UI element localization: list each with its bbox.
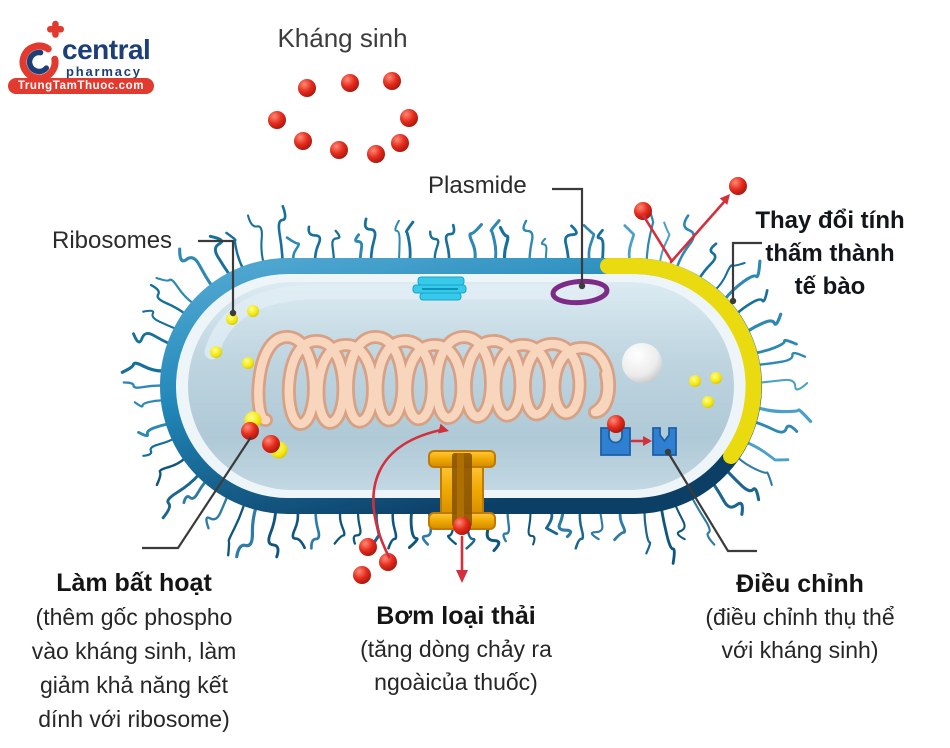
dna-coil — [251, 330, 616, 431]
receptor-modified-icon — [652, 427, 677, 456]
cell-membrane-yellow-band — [600, 258, 762, 464]
efflux-intake-arrow — [372, 423, 449, 559]
inactivated-antibiotics — [241, 411, 288, 459]
ribosome-dots — [210, 305, 722, 408]
antibiotic-on-receptor — [607, 415, 625, 433]
label-antibiotic: Kháng sinh — [277, 23, 408, 53]
cytoplasm-highlight — [204, 284, 598, 360]
callout-connectors — [142, 187, 762, 553]
antibiotic-dots — [268, 72, 747, 584]
label-permeability: Thay đổi tính thấm thành tế bào — [755, 207, 905, 300]
label-modification: Điều chỉnh (điều chỉnh thụ thể với kháng… — [705, 570, 895, 663]
deflection-arrow — [641, 194, 730, 264]
mrna-structure-icon — [412, 276, 467, 301]
inclusion-body-icon — [622, 343, 662, 383]
efflux-out-arrow — [456, 535, 468, 583]
logo-brand-text: central — [62, 34, 151, 65]
label-inactivation: Làm bất hoạt (thêm gốc phospho vào kháng… — [31, 569, 237, 732]
flagella — [120, 204, 813, 565]
label-efflux: Bơm loại thải (tăng dòng chảy ra ngoàicủ… — [360, 602, 552, 695]
logo-banner: TrungTamThuoc.com — [8, 78, 154, 94]
brand-logo: central pharmacy TrungTamThuoc.com — [6, 14, 166, 100]
receptor-change-arrowhead — [643, 436, 652, 446]
label-ribosomes: Ribosomes — [52, 227, 173, 254]
plasmid-icon — [550, 278, 610, 306]
label-plasmid: Plasmide — [428, 172, 527, 199]
logo-mark — [19, 20, 64, 78]
efflux-pump-icon — [428, 450, 496, 530]
logo-tagline-text: pharmacy — [66, 64, 142, 79]
